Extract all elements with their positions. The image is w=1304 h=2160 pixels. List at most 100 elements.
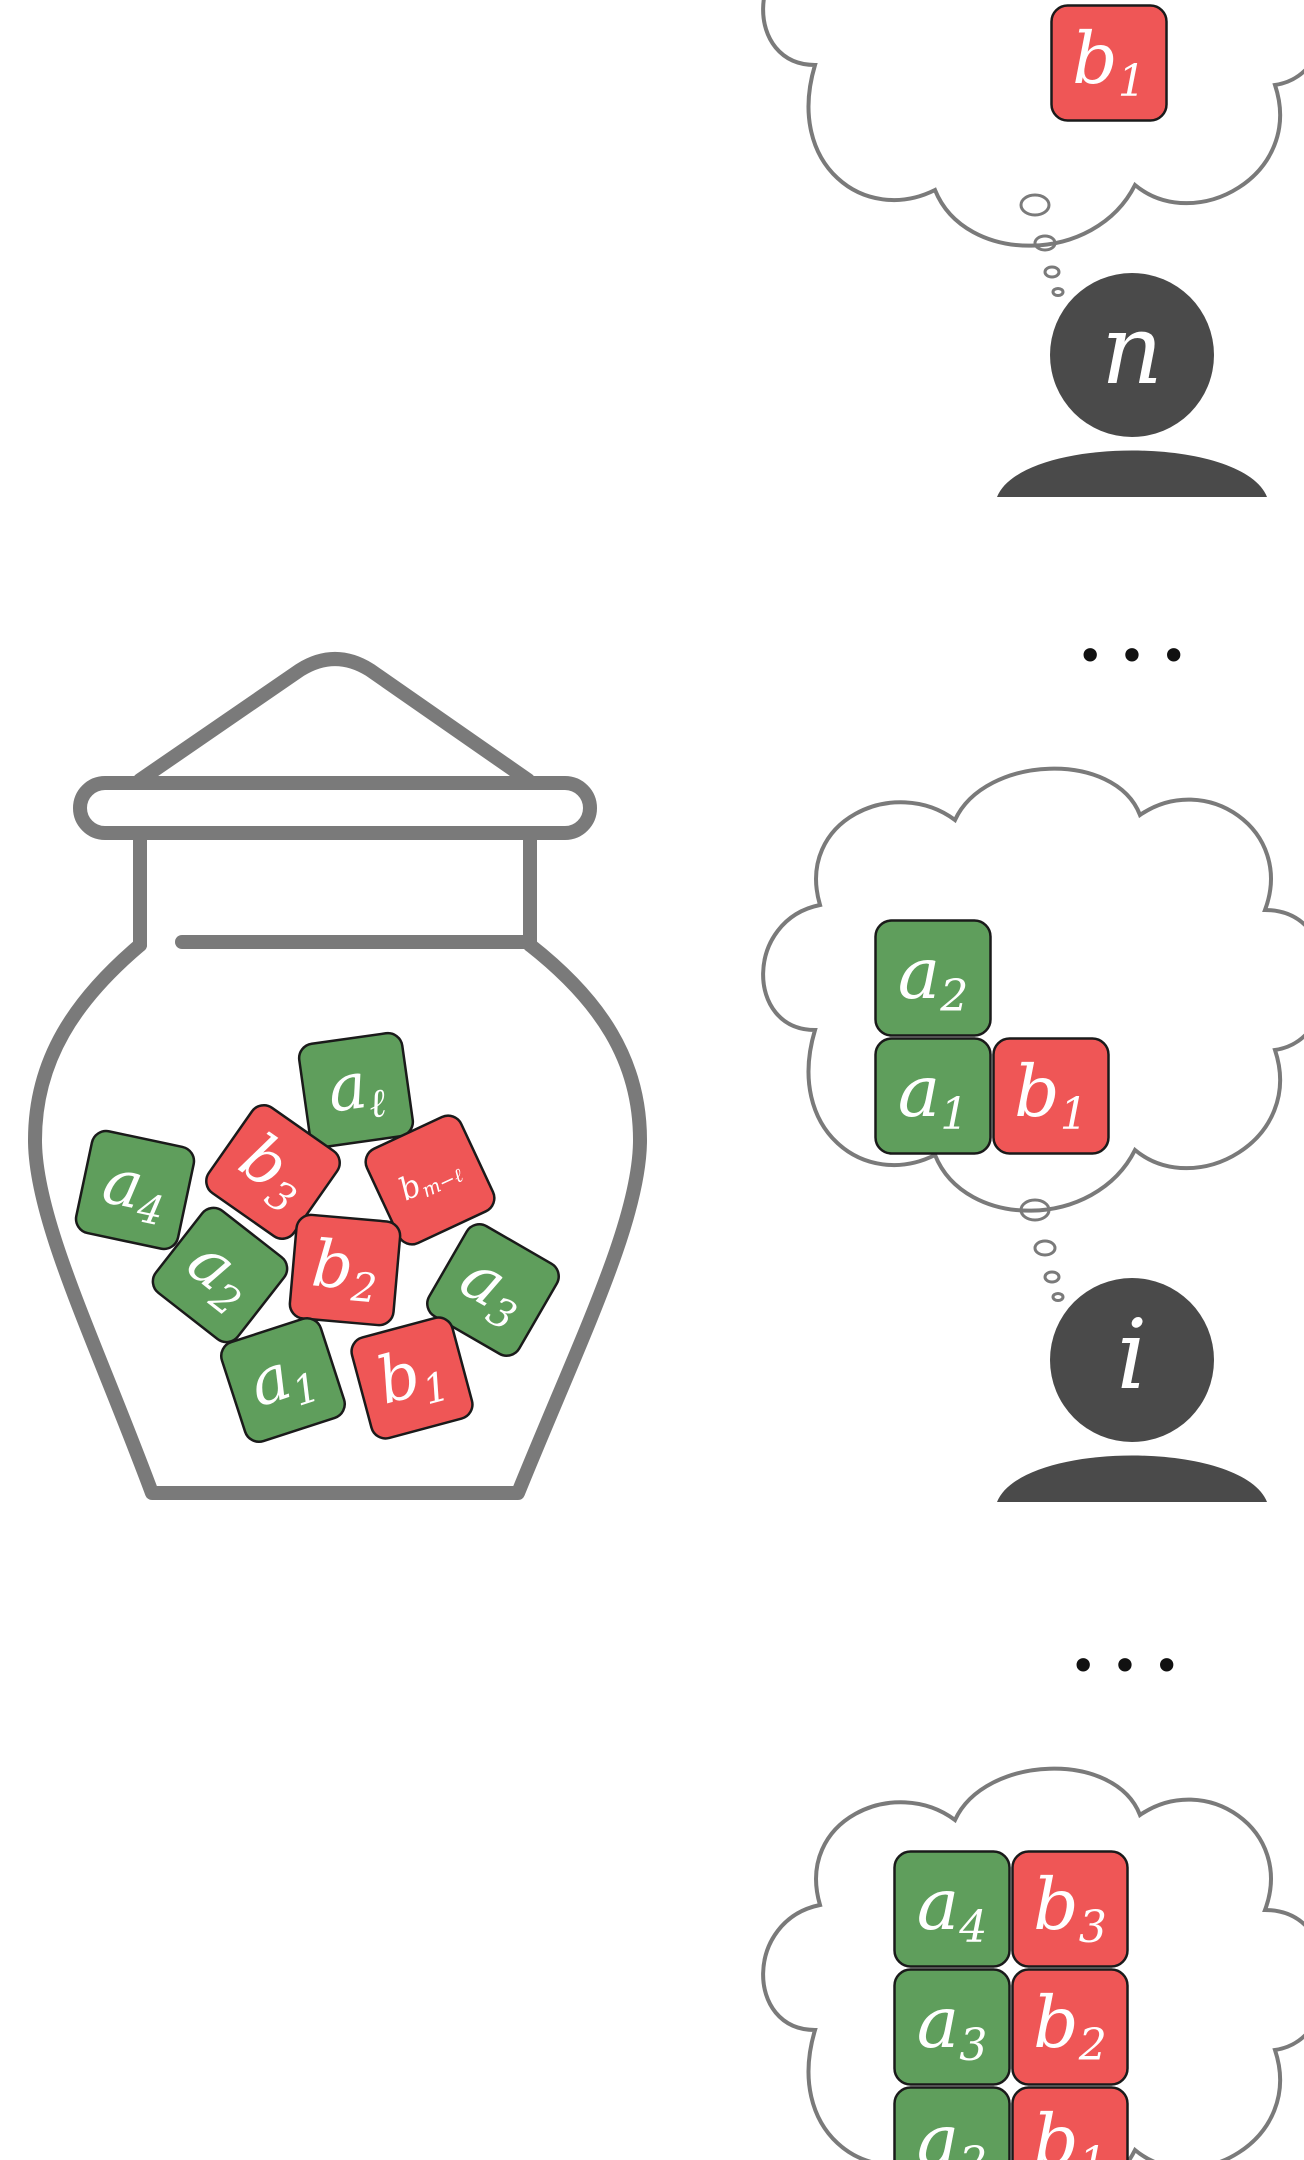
tile-label-sub: 2 bbox=[348, 1264, 378, 1312]
thought-tiles: a4b3a3b2a2b1 bbox=[893, 1850, 1129, 2160]
thought-bubble-dot bbox=[1043, 265, 1061, 279]
tile-label-sub: 4 bbox=[958, 1902, 987, 1953]
thought-bubble-dot bbox=[1043, 1270, 1061, 1284]
thought-tile: a3 bbox=[893, 1968, 1011, 2086]
tile-label: b3 bbox=[1033, 1863, 1107, 1953]
tile-label-sub: 3 bbox=[959, 2020, 987, 2071]
tile-body bbox=[364, 1114, 496, 1246]
thought-tile: b2 bbox=[1011, 1968, 1129, 2086]
tile-body bbox=[220, 1317, 346, 1443]
tile-body bbox=[205, 1104, 341, 1240]
tile-label-sub: 2 bbox=[958, 2138, 987, 2160]
jar-tile: a4 bbox=[74, 1129, 196, 1251]
tile-body bbox=[1011, 2086, 1129, 2160]
agent-3: a4b3a3b2a2b1 bbox=[761, 1766, 1304, 2160]
ellipsis-bottom: • • • bbox=[1070, 1639, 1181, 1693]
tile-label-sub: 3 bbox=[1079, 1902, 1107, 1953]
tile-label: b1 bbox=[1014, 1050, 1088, 1140]
tile-label: a2 bbox=[898, 932, 969, 1022]
tile-label-base: a bbox=[917, 2099, 960, 2160]
thought-tile: b3 bbox=[1011, 1850, 1129, 1968]
tile-label-sub: 1 bbox=[1079, 2138, 1107, 2160]
thought-tiles: b1 bbox=[1050, 4, 1168, 122]
tile-label-sub: 1 bbox=[1118, 56, 1146, 107]
thought-bubble-dot bbox=[1019, 1198, 1051, 1222]
tile-label: a4 bbox=[917, 1863, 988, 1953]
jar-lid bbox=[133, 652, 535, 787]
tile-label: a1 bbox=[898, 1050, 969, 1140]
person-head bbox=[1050, 1278, 1214, 1442]
person: n bbox=[997, 273, 1267, 497]
thought-bubble-dot bbox=[1051, 1292, 1065, 1302]
thought-tile: a2 bbox=[874, 919, 992, 1037]
tile-label: b1 bbox=[1072, 17, 1146, 107]
tile-label-sub: 2 bbox=[1078, 2020, 1107, 2071]
tile-label-base: a bbox=[917, 1863, 960, 1946]
thought-tile: a1 bbox=[874, 1037, 992, 1155]
jar-body bbox=[28, 938, 647, 1500]
tile-label-base: b bbox=[1033, 2099, 1079, 2160]
tile-body bbox=[992, 1037, 1110, 1155]
tile-body bbox=[893, 1850, 1011, 1968]
thought-tile: b1 bbox=[1050, 4, 1168, 122]
person: i bbox=[997, 1278, 1267, 1502]
jar-tile: b1 bbox=[350, 1316, 474, 1440]
tile-body bbox=[874, 1037, 992, 1155]
tile-body bbox=[350, 1316, 474, 1440]
person-shoulders bbox=[997, 450, 1267, 497]
thought-tile: b1 bbox=[1011, 2086, 1129, 2160]
jar-tile: b2 bbox=[288, 1213, 402, 1327]
tile-label-base: b bbox=[1033, 1863, 1079, 1946]
jar-tile: a2 bbox=[151, 1206, 289, 1344]
tile-body bbox=[1011, 1968, 1129, 2086]
tile-label-base: b bbox=[309, 1226, 357, 1304]
tile-body bbox=[893, 1968, 1011, 2086]
person-shoulders bbox=[997, 1455, 1267, 1502]
tile-label-base: a bbox=[898, 1050, 941, 1133]
jar bbox=[28, 652, 647, 1500]
agents: b1na2a1b1ia4b3a3b2a2b1 bbox=[761, 0, 1304, 2160]
tile-label: b2 bbox=[1033, 1981, 1107, 2071]
jar-tile: a3 bbox=[426, 1223, 560, 1357]
tile-label: a3 bbox=[917, 1981, 988, 2071]
tile-body bbox=[151, 1206, 289, 1344]
tile-label: a2 bbox=[917, 2099, 988, 2160]
tile-label-base: a bbox=[898, 932, 941, 1015]
tile-body bbox=[1011, 1850, 1129, 1968]
tile-label-sub: 1 bbox=[1060, 1089, 1088, 1140]
tile-label: aℓ bbox=[323, 1046, 389, 1134]
tile-label-base: b bbox=[1072, 17, 1118, 100]
jar-rim bbox=[73, 776, 597, 840]
thought-bubble-dot bbox=[1019, 193, 1051, 217]
person-head bbox=[1050, 273, 1214, 437]
thought-bubble-dot bbox=[1033, 1239, 1057, 1257]
ellipsis-top: • • • bbox=[1077, 629, 1188, 683]
thought-bubble-dot bbox=[1033, 234, 1057, 252]
thought-tile: a2 bbox=[893, 2086, 1011, 2160]
thought-tile: b1 bbox=[992, 1037, 1110, 1155]
jar-tile: aℓ bbox=[297, 1031, 415, 1149]
tile-body bbox=[893, 2086, 1011, 2160]
jar-tile: b3 bbox=[205, 1104, 341, 1240]
tile-label-sub: 1 bbox=[940, 1089, 968, 1140]
jar-tile: a1 bbox=[220, 1317, 346, 1443]
tile-label: b1 bbox=[1033, 2099, 1107, 2160]
jar-tile: bm−ℓ bbox=[364, 1114, 496, 1246]
tile-body bbox=[74, 1129, 196, 1251]
tile-body bbox=[288, 1213, 402, 1327]
tile-label: b2 bbox=[308, 1226, 381, 1312]
agent-1: b1 n bbox=[761, 0, 1304, 497]
thought-cloud bbox=[761, 0, 1304, 248]
person-label: i bbox=[1117, 1299, 1148, 1411]
tile-label-base: b bbox=[1014, 1050, 1060, 1133]
person-label: n bbox=[1101, 294, 1163, 406]
tile-label-sub: 2 bbox=[939, 971, 968, 1022]
tile-label-base: b bbox=[1033, 1981, 1079, 2064]
tile-body bbox=[874, 919, 992, 1037]
thought-bubble-dot bbox=[1051, 287, 1065, 297]
tile-label-sub: ℓ bbox=[366, 1080, 389, 1128]
tile-label-base: a bbox=[917, 1981, 960, 2064]
